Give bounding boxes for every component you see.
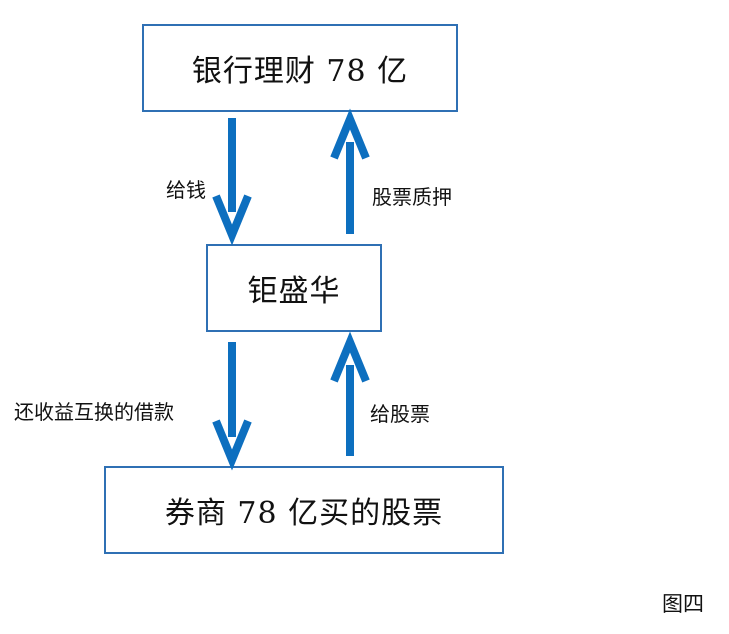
edge-label-share-pledge: 股票质押 — [372, 185, 452, 209]
edge-label-repay-loan: 还收益互换的借款 — [14, 400, 174, 424]
edge-label-give-shares: 给股票 — [370, 402, 430, 426]
middle-node: 钜盛华 — [206, 244, 382, 332]
arrow-down-repay — [212, 342, 252, 471]
bank-node-label: 银行理财 78 亿 — [191, 54, 409, 89]
figure-caption: 图四 — [662, 592, 704, 616]
arrow-up-give-shares — [330, 331, 370, 456]
broker-node-label: 券商 78 亿买的股票 — [164, 496, 444, 531]
arrow-up-share-pledge — [330, 108, 370, 234]
edge-label-give-money: 给钱 — [166, 178, 206, 202]
bank-node: 银行理财 78 亿 — [142, 24, 458, 112]
arrow-down-give-money — [212, 118, 252, 246]
broker-node: 券商 78 亿买的股票 — [104, 466, 504, 554]
middle-node-label: 钜盛华 — [247, 274, 341, 309]
